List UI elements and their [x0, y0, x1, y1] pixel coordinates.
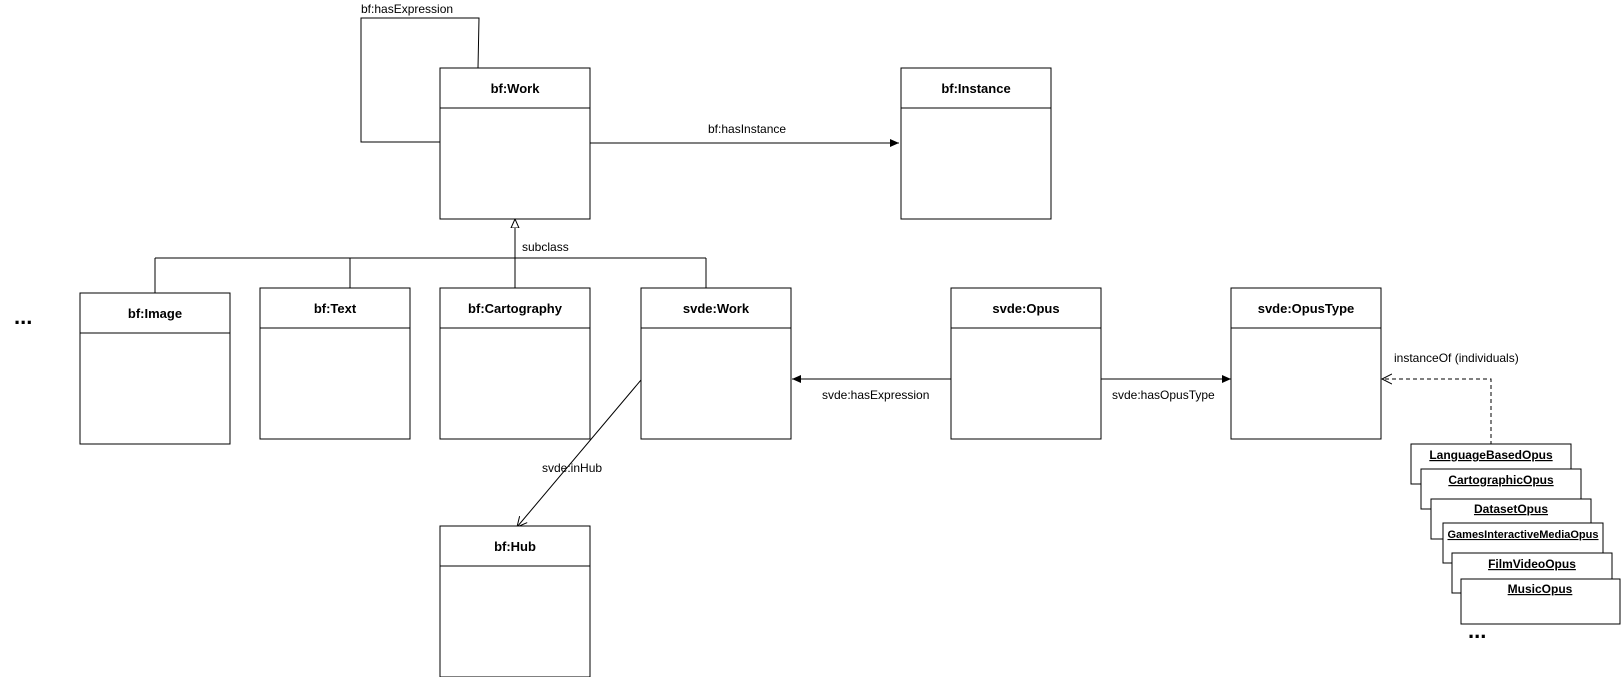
class-title-svde-work: svde:Work: [683, 301, 750, 316]
individual-label: MusicOpus: [1508, 582, 1573, 596]
class-bf-hub[interactable]: bf:Hub: [439, 525, 591, 677]
class-bf-image[interactable]: bf:Image: [79, 292, 231, 445]
ellipsis-right: ...: [1468, 618, 1486, 643]
class-title-bf-work: bf:Work: [491, 81, 541, 96]
individual-label: LanguageBasedOpus: [1429, 448, 1553, 462]
individual-label: FilmVideoOpus: [1488, 557, 1576, 571]
edge-instance-of: [1382, 379, 1492, 445]
class-title-bf-image: bf:Image: [128, 306, 182, 321]
class-title-bf-hub: bf:Hub: [494, 539, 536, 554]
class-bf-cartography[interactable]: bf:Cartography: [439, 287, 591, 440]
class-svde-opus[interactable]: svde:Opus: [950, 287, 1102, 440]
individual-label: DatasetOpus: [1474, 502, 1548, 516]
class-bf-instance[interactable]: bf:Instance: [900, 67, 1052, 220]
individual-label: CartographicOpus: [1448, 473, 1554, 487]
class-title-svde-opus-type: svde:OpusType: [1258, 301, 1355, 316]
class-bf-text[interactable]: bf:Text: [259, 287, 411, 440]
individual-music-opus[interactable]: MusicOpus: [1460, 578, 1621, 625]
edge-label-instance-of: instanceOf (individuals): [1394, 351, 1519, 365]
edge-label-subclass: subclass: [522, 240, 569, 254]
edge-label-in-hub: svde:inHub: [542, 461, 602, 475]
class-title-bf-instance: bf:Instance: [941, 81, 1010, 96]
ellipsis-left: ...: [14, 304, 32, 329]
edge-label-has-opus-type: svde:hasOpusType: [1112, 388, 1215, 402]
class-title-svde-opus: svde:Opus: [992, 301, 1059, 316]
class-svde-work[interactable]: svde:Work: [640, 287, 792, 440]
edge-label-svde-has-expression: svde:hasExpression: [822, 388, 929, 402]
class-title-bf-cartography: bf:Cartography: [468, 301, 563, 316]
class-bf-work[interactable]: bf:Work: [439, 67, 591, 220]
edge-label-has-instance: bf:hasInstance: [708, 122, 786, 136]
edge-has-expression-self-loop: [360, 17, 480, 143]
edge-in-hub: [517, 379, 642, 527]
edge-label-has-expression-top: bf:hasExpression: [361, 2, 453, 16]
class-svde-opus-type[interactable]: svde:OpusType: [1230, 287, 1382, 440]
class-title-bf-text: bf:Text: [314, 301, 357, 316]
individual-label: GamesInteractiveMediaOpus: [1447, 529, 1598, 541]
